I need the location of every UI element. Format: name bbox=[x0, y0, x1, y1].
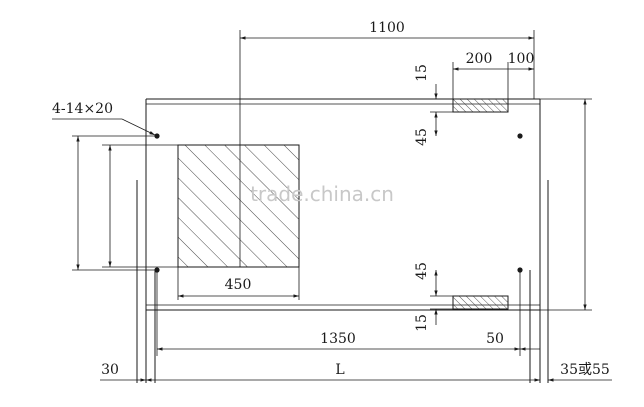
dim-bottom-span bbox=[156, 270, 540, 356]
dim-hatched-width-label: 450 bbox=[225, 277, 252, 293]
dim-upper-slot bbox=[430, 84, 453, 136]
dim-slot-width-label: 200 bbox=[466, 51, 493, 67]
dim-top-span bbox=[239, 30, 535, 145]
dim-right-offset-label: 50 bbox=[486, 331, 504, 347]
dim-right-margin-label: 35或55 bbox=[560, 362, 610, 378]
slot-upper bbox=[452, 98, 509, 113]
dim-upper-slot-gap-label: 45 bbox=[414, 128, 430, 146]
side-rails bbox=[136, 180, 549, 383]
dim-left-margin-label: 30 bbox=[101, 362, 119, 378]
dim-left-height bbox=[72, 135, 178, 271]
dim-length-label: L bbox=[335, 362, 344, 378]
dim-right-height bbox=[540, 98, 592, 311]
watermark-text: trade.china.cn bbox=[250, 182, 394, 206]
dim-hatched-width bbox=[177, 267, 300, 300]
dim-lower-slot-depth-label: 15 bbox=[414, 314, 430, 332]
slot-lower bbox=[452, 295, 509, 310]
dim-bottom-span-label: 1350 bbox=[320, 331, 356, 347]
dim-slot-width bbox=[452, 62, 534, 99]
dim-top-span-label: 1100 bbox=[369, 20, 405, 36]
dim-upper-slot-depth-label: 15 bbox=[414, 64, 430, 82]
hole-callout bbox=[52, 118, 156, 136]
dim-lower-slot-gap-label: 45 bbox=[414, 262, 430, 280]
dim-lower-slot bbox=[430, 270, 453, 325]
hatched-block bbox=[177, 144, 300, 268]
hole-spec-label: 4-14×20 bbox=[52, 101, 113, 117]
dim-slot-offset-label: 100 bbox=[508, 51, 535, 67]
